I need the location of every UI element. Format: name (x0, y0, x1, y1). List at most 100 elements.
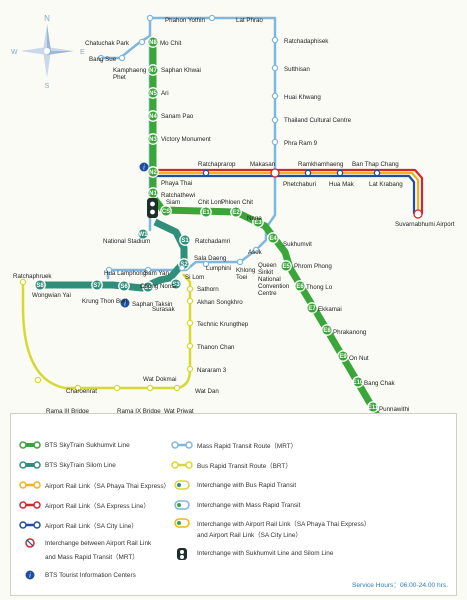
label-sutthisan: Sutthisan (284, 66, 310, 73)
tourist-info-icon[interactable]: i (120, 298, 130, 308)
station-e10[interactable]: E10 (352, 376, 364, 388)
label-phrakanong: Phrakanong (333, 329, 367, 336)
station-w1[interactable]: W1 (137, 228, 149, 240)
station-n5[interactable]: N5 (147, 87, 159, 99)
mrt-lumphini[interactable] (202, 260, 210, 268)
label-hua-mak: Hua Mak (329, 181, 355, 188)
interchange-icon (19, 538, 41, 548)
label-siam: Siam (166, 199, 180, 206)
arl-ramkhamhaeng[interactable] (304, 169, 312, 177)
station-e9[interactable]: E9 (337, 350, 349, 362)
brt-station-4[interactable] (186, 365, 194, 373)
station-n8[interactable]: N8 (147, 36, 159, 48)
arl-ratchaprarop[interactable] (202, 169, 210, 177)
label-sam-yan: Sam Yan (144, 270, 169, 277)
label-chatuchak-park: Chatuchak Park (85, 40, 130, 47)
mrt-station-2[interactable] (271, 92, 279, 100)
station-cs[interactable]: CS (160, 205, 172, 217)
legend-ix-mrt: Interchange with Mass Rapid Transit (171, 500, 300, 510)
station-w1-code: W1 (139, 232, 149, 238)
mrt-station-4[interactable] (271, 138, 279, 146)
label-ramkhamhaeng: Ramkhamhaeng (298, 161, 344, 168)
legend-sukhumvit: BTS SkyTrain Sukhumvit Line (19, 440, 130, 450)
brt-station-2[interactable] (186, 319, 194, 327)
label-ratchadaphisek: Ratchadaphisek (284, 38, 329, 45)
brt-station-1[interactable] (186, 297, 194, 305)
station-s8[interactable]: S8 (34, 279, 46, 291)
brt-station-8[interactable] (74, 384, 82, 392)
station-s5[interactable]: S5 (142, 281, 154, 293)
label-ratchaprarop: Ratchaprarop (198, 161, 236, 168)
mrt-chatuchak-park[interactable] (138, 38, 146, 46)
station-s6-code: S6 (120, 284, 128, 290)
station-e3[interactable]: E3 (252, 216, 264, 228)
label-ratchadamri: Ratchadamri (195, 238, 230, 245)
label-ekkamai: Ekkamai (318, 306, 342, 313)
station-e6[interactable]: E6 (294, 280, 306, 292)
mrt-si-lom[interactable] (178, 264, 186, 272)
brt-station-9[interactable] (34, 376, 42, 384)
station-n4[interactable]: N4 (147, 110, 159, 122)
station-n3[interactable]: N3 (147, 133, 159, 145)
tourist-info-icon[interactable]: i (139, 162, 149, 172)
label-krung-thon-buri: Krung Thon Buri (82, 298, 127, 305)
mrt-qsncc[interactable] (252, 246, 260, 254)
brt-station-6[interactable] (146, 384, 154, 392)
label-suvarnabhumi: Suvarnabhumi Airport (395, 221, 455, 228)
arl-interchange-icon (171, 518, 193, 528)
mrt-lat-phrao[interactable] (208, 14, 216, 22)
station-e5[interactable]: E5 (280, 260, 292, 272)
station-n2-code: N2 (149, 170, 157, 176)
label-wat-priwat: Wat Priwat (164, 408, 194, 415)
station-e4-code: E4 (269, 236, 277, 242)
label-ban-thap-chang: Ban Thap Chang (352, 161, 399, 168)
legend-brt: Bus Rapid Transit Route（BRT） (171, 460, 292, 470)
brt-station-7[interactable] (113, 384, 121, 392)
legend-interchange-arl-mrt: Interchange between Airport Rail Link (19, 538, 151, 548)
arl-makasan-interchange[interactable] (270, 168, 280, 178)
siam-interchange-icon[interactable] (147, 198, 158, 218)
arl-lat-krabang[interactable] (373, 169, 381, 177)
station-e4[interactable]: E4 (267, 232, 279, 244)
mrt-phahon-yothin[interactable] (146, 14, 154, 22)
mrt-khlong-toei[interactable] (236, 258, 244, 266)
mrt-bang-sue[interactable] (97, 54, 105, 62)
legend-tourist-info: i BTS Tourist Information Centers (19, 570, 136, 580)
mrt-kamphaeng-phet[interactable] (118, 54, 126, 62)
legend: BTS SkyTrain Sukhumvit Line BTS SkyTrain… (10, 413, 457, 596)
mrt-hua-lamphong[interactable] (105, 266, 113, 274)
arl-suvarnabhumi[interactable] (413, 209, 423, 219)
station-n2[interactable]: N2 (147, 166, 159, 178)
station-s1[interactable]: S1 (179, 234, 191, 246)
station-e1[interactable]: E1 (200, 206, 212, 218)
station-e8[interactable]: E8 (321, 324, 333, 336)
label-bang-chak: Bang Chak (364, 380, 396, 387)
brt-ratchaphruek[interactable] (19, 278, 27, 286)
station-n1[interactable]: N1 (147, 187, 159, 199)
station-e11[interactable]: E11 (367, 401, 379, 413)
label-phahon-yothin: Phahon Yothin (165, 17, 205, 24)
station-s3[interactable]: S3 (170, 278, 182, 290)
mrt-station-3[interactable] (271, 116, 279, 124)
station-e2[interactable]: E2 (230, 206, 242, 218)
legend-ix-arl: Interchange with Airport Rail Link（SA Ph… (171, 518, 370, 528)
brt-station-0[interactable] (186, 285, 194, 293)
brt-station-5[interactable] (173, 384, 181, 392)
station-s7[interactable]: S7 (91, 279, 103, 291)
station-s6[interactable]: S6 (118, 280, 130, 292)
mrt-station-0[interactable] (271, 36, 279, 44)
label-asok: Asok (248, 249, 263, 256)
yellow-line-icon (19, 480, 41, 490)
mrt-sam-yan[interactable] (144, 266, 152, 274)
brt-station-3[interactable] (186, 342, 194, 350)
teal-line-icon (19, 460, 41, 470)
station-e7[interactable]: E7 (306, 302, 318, 314)
label-phra-ram-9: Phra Ram 9 (284, 140, 318, 147)
arl-hua-mak[interactable] (336, 169, 344, 177)
mrt-station-1[interactable] (271, 64, 279, 72)
station-n7[interactable]: N7 (147, 64, 159, 76)
label-phrom-phong: Phrom Phong (294, 263, 332, 270)
legend-arl-red: Airport Rail Link（SA Express Line） (19, 500, 150, 510)
station-n3-code: N3 (149, 137, 157, 143)
